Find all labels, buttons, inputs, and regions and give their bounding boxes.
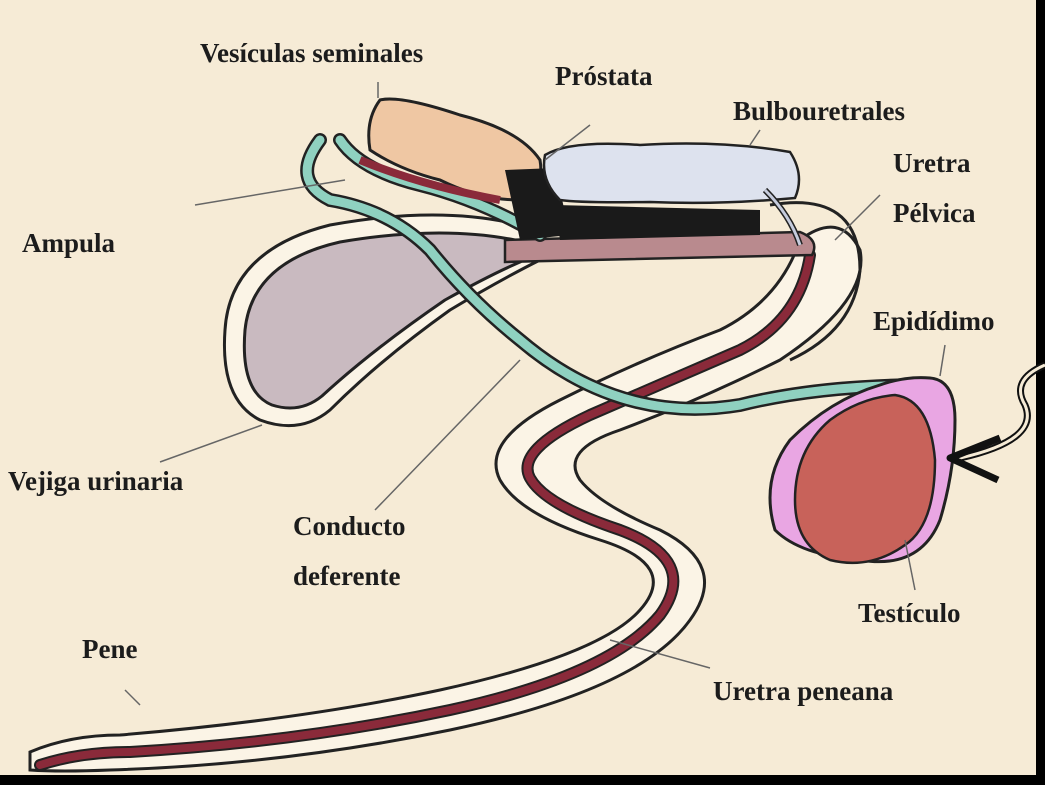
label-deferent-duct-1: Conducto <box>293 511 406 541</box>
label-epididymis: Epidídimo <box>873 306 995 336</box>
black-border <box>0 775 1045 785</box>
label-bladder: Vejiga urinaria <box>8 466 184 496</box>
label-penile-urethra: Uretra peneana <box>713 676 894 706</box>
label-pelvic-urethra-1: Uretra <box>893 148 971 178</box>
label-seminal-vesicles: Vesículas seminales <box>200 38 423 68</box>
label-testicle: Testículo <box>858 598 961 628</box>
label-penis: Pene <box>82 634 137 664</box>
label-bulbourethral: Bulbouretrales <box>733 96 905 126</box>
label-deferent-duct-2: deferente <box>293 561 400 591</box>
label-pelvic-urethra-2: Pélvica <box>893 198 976 228</box>
label-prostate: Próstata <box>555 61 653 91</box>
prostate-body <box>555 205 760 240</box>
label-ampulla: Ampula <box>22 228 116 258</box>
bulbourethral-gland <box>544 144 799 203</box>
black-border-right <box>1036 0 1045 785</box>
